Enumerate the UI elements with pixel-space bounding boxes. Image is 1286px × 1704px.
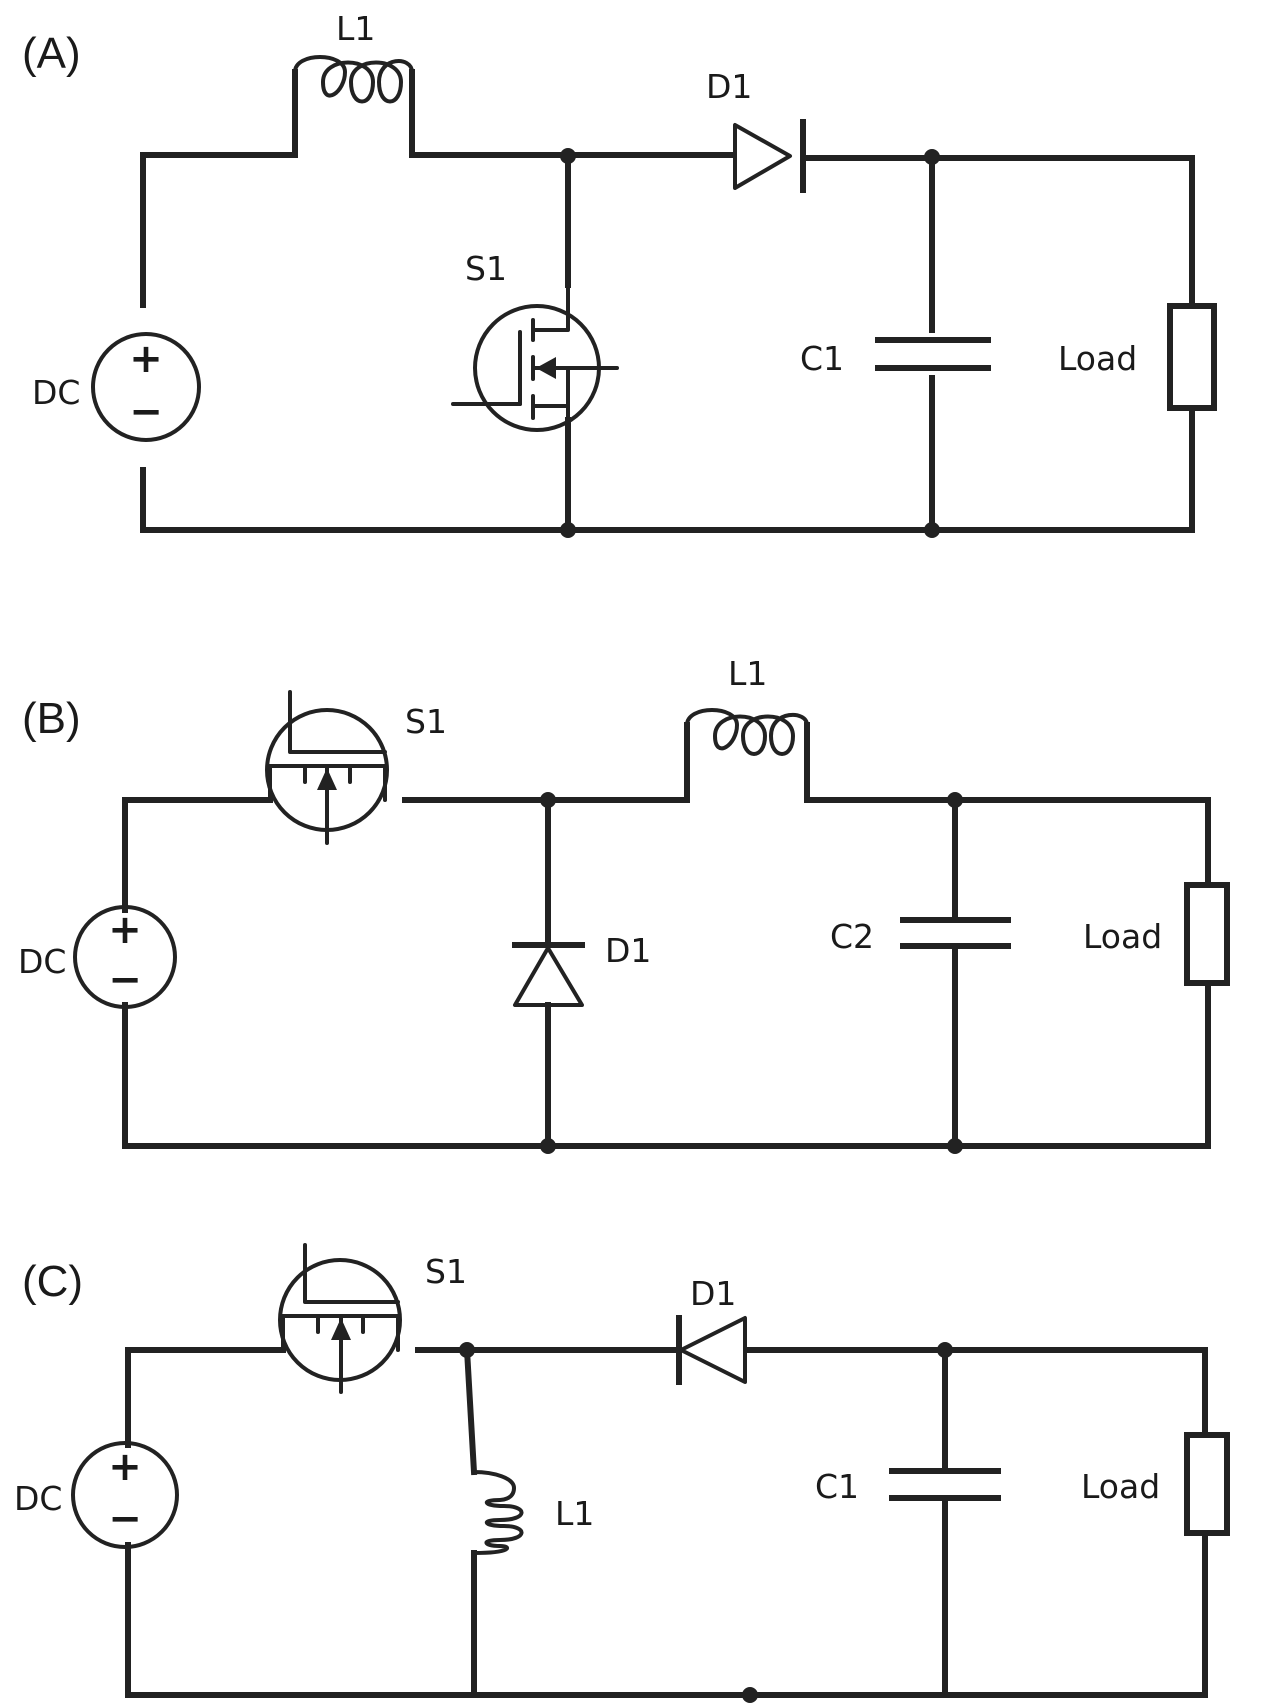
- panel-a-junction-dot: [924, 522, 940, 538]
- panel-c-dc-label: DC: [14, 1479, 62, 1518]
- panel-a-dc-label: DC: [32, 373, 80, 412]
- panel-b-mosfet-s1-icon: [265, 690, 389, 845]
- panel-c-dc-plus: +: [108, 1444, 142, 1490]
- panel-a-junction-dot: [924, 149, 940, 165]
- panel-b-wire-top-left: [122, 797, 273, 913]
- panel-c-dc-source-icon: + −: [71, 1441, 179, 1549]
- panel-c-wire-bottom: [125, 1532, 1208, 1698]
- panel-b-d1-label: D1: [605, 931, 651, 970]
- panel-a-boost-converter: (A) + − DC L1 D1: [22, 9, 1217, 538]
- panel-a-cap-label: C1: [800, 339, 844, 378]
- panel-b-load-resistor-icon: [1184, 882, 1230, 986]
- panel-c-s1-label: S1: [425, 1252, 467, 1291]
- panel-a-wire-top-right: [802, 155, 1195, 308]
- panel-a-dc-minus: −: [129, 389, 163, 435]
- panel-c-diode-d1-icon: [676, 1315, 747, 1385]
- panel-b-s1-label: S1: [405, 702, 447, 741]
- panel-b-junction-dot: [540, 1138, 556, 1154]
- panel-b-dc-label: DC: [18, 942, 66, 981]
- panel-a-s1-label: S1: [465, 249, 507, 288]
- panel-a-wire-top-mid: [409, 69, 737, 158]
- panel-c-inductor-l1-icon: [472, 1470, 524, 1555]
- panel-a-wire-bottom: [140, 407, 1195, 533]
- panel-b-cap-label: C2: [830, 917, 874, 956]
- panel-c-junction-dot: [742, 1687, 758, 1703]
- panel-a-junction-dot: [560, 522, 576, 538]
- panel-b-wire-top-mid: [402, 722, 690, 803]
- panel-b-junction-dot: [947, 1138, 963, 1154]
- panel-b-dc-minus: −: [108, 957, 142, 1003]
- panel-a-capacitor-icon: [875, 337, 991, 371]
- panel-b-diode-d1-icon: [512, 942, 585, 1007]
- panel-c-load-label: Load: [1081, 1467, 1160, 1506]
- panel-a-dc-source-icon: + −: [91, 332, 201, 442]
- panel-c-l1-label: L1: [555, 1494, 594, 1533]
- panel-a-l1-label: L1: [336, 9, 375, 48]
- panel-a-d1-label: D1: [706, 67, 752, 106]
- panel-b-label: (B): [22, 694, 81, 743]
- panel-b-wire-top-right: [804, 722, 1211, 885]
- panel-b-inductor-l1-icon: [685, 708, 809, 756]
- panel-c-wire-inductor-top: [463, 1346, 478, 1476]
- panel-b-junction-dot: [540, 792, 556, 808]
- panel-a-label: (A): [22, 29, 81, 78]
- panel-c-label: (C): [22, 1257, 83, 1306]
- panel-a-mosfet-s1-icon: [451, 283, 619, 432]
- panel-b-load-label: Load: [1083, 917, 1162, 956]
- panel-c-wire-top-right: [744, 1347, 1208, 1435]
- panel-c-junction-dot: [937, 1342, 953, 1358]
- panel-a-inductor-l1-icon: [293, 55, 414, 104]
- panel-a-load-resistor-icon: [1167, 303, 1217, 411]
- panel-b-capacitor-icon: [900, 917, 1011, 949]
- panel-b-wire-bottom: [122, 982, 1211, 1149]
- panel-a-wire-top-left: [140, 69, 298, 308]
- panel-b-l1-label: L1: [728, 654, 767, 693]
- panel-c-d1-label: D1: [690, 1274, 736, 1313]
- panel-c-cap-label: C1: [815, 1467, 859, 1506]
- panel-b-junction-dot: [947, 792, 963, 808]
- panel-a-dc-plus: +: [129, 336, 163, 382]
- panel-a-load-label: Load: [1058, 339, 1137, 378]
- panel-b-buck-converter: (B) + − DC: [18, 654, 1230, 1154]
- panel-c-capacitor-icon: [889, 1468, 1001, 1501]
- panel-b-dc-source-icon: + −: [73, 905, 177, 1009]
- panel-c-wire-top-left: [125, 1347, 286, 1448]
- panel-c-load-resistor-icon: [1184, 1432, 1230, 1536]
- panel-c-buck-boost-converter: (C) + − DC: [14, 1243, 1230, 1703]
- panel-b-dc-plus: +: [108, 907, 142, 953]
- panel-c-dc-minus: −: [108, 1496, 142, 1542]
- panel-c-mosfet-s1-icon: [278, 1243, 402, 1394]
- panel-a-junction-dot: [560, 148, 576, 164]
- panel-a-diode-d1-icon: [733, 119, 806, 193]
- panel-c-junction-dot: [459, 1342, 475, 1358]
